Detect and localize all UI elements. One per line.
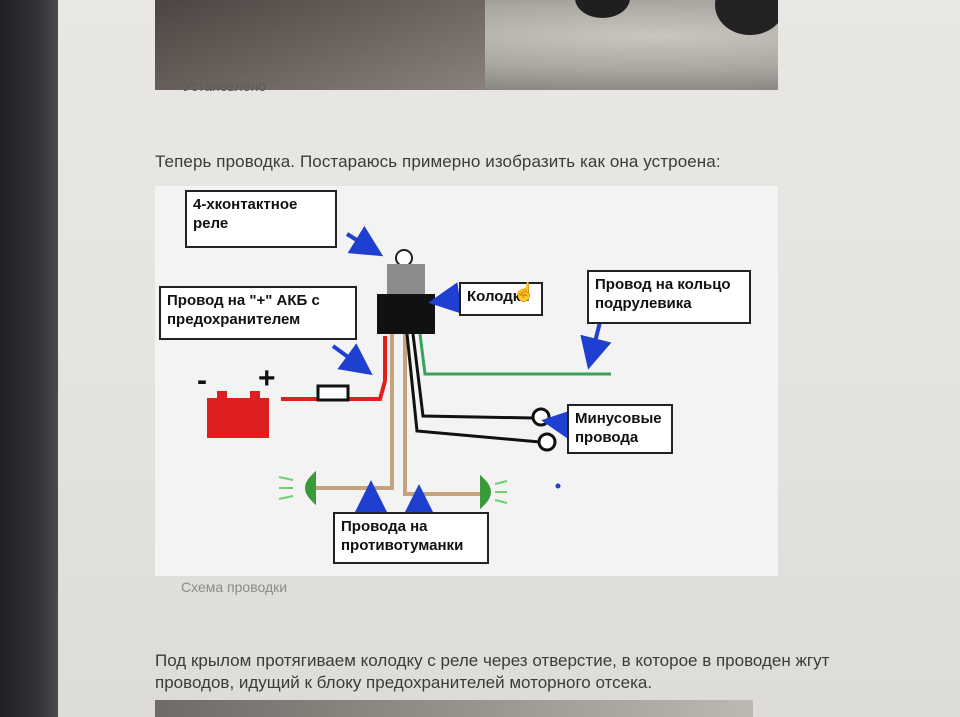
green-wire	[418, 333, 611, 376]
next-photo	[155, 700, 753, 717]
label-relay: 4-хконтактное реле	[185, 190, 337, 248]
black-wire-1	[411, 333, 534, 420]
relay-top-ring	[395, 249, 413, 267]
intro-paragraph: Теперь проводка. Постараюсь примерно изо…	[155, 152, 721, 171]
screen-bezel	[0, 0, 58, 717]
arrow-relay	[345, 225, 384, 257]
photo-caption: Установлено	[183, 78, 267, 94]
battery-plus-sign: +	[258, 362, 276, 395]
arrow-minus	[541, 408, 576, 441]
minus-terminal-2	[537, 432, 557, 452]
arrow-block	[428, 282, 463, 314]
battery-terminal-right	[250, 391, 260, 399]
label-minus-wires: Минусовые провода	[567, 404, 673, 454]
fog-lamp-left-rays	[278, 476, 294, 500]
diagram-caption: Схема проводки	[181, 579, 288, 595]
installed-photo	[155, 0, 778, 90]
wiring-diagram-svg: - +	[197, 225, 612, 516]
label-plus-wire: Провод на "+" АКБ с предохранителем	[159, 286, 357, 340]
battery	[207, 398, 269, 438]
arrow-plus-wire	[331, 343, 373, 376]
battery-terminal-left	[217, 391, 227, 399]
battery-minus-sign: -	[197, 364, 207, 397]
relay-block	[377, 294, 435, 334]
fog-lamp-left	[305, 470, 316, 506]
fog-wire-left	[313, 334, 394, 490]
fuse	[316, 384, 350, 402]
relay-body	[387, 264, 425, 296]
label-fog-wires: Провода на противотуманки	[333, 512, 489, 564]
arrow-horn-wire	[580, 321, 612, 370]
fog-lamp-right	[480, 474, 491, 510]
label-block: Колодка	[459, 282, 543, 316]
minus-terminal-1	[531, 407, 551, 427]
label-horn-ring-wire: Провод на кольцо подрулевика	[587, 270, 751, 324]
black-wire-2	[405, 333, 541, 444]
fog-lamp-right-rays	[494, 480, 508, 504]
body-paragraph: Под крылом протягиваем колодку с реле че…	[155, 651, 830, 692]
hand-cursor-icon: ☝	[513, 282, 536, 302]
stray-dot	[555, 483, 561, 489]
wiring-diagram: - + 4-хконтактное реле Колодка Провод на…	[155, 186, 778, 576]
